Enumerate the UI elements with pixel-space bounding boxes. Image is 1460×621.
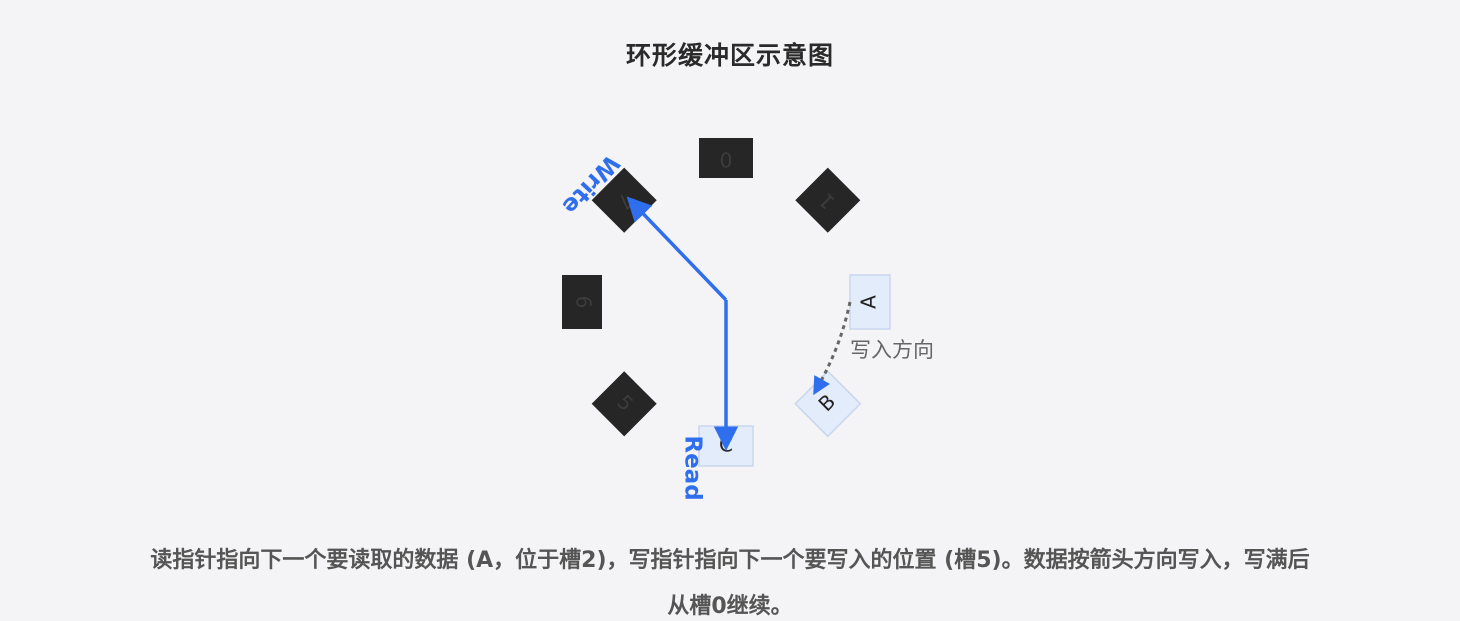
slot-3: B <box>794 370 862 438</box>
slot-3-box <box>794 370 862 438</box>
slot-0-box <box>699 138 753 178</box>
read-pointer-label: Read <box>680 435 706 500</box>
write-direction-arrow <box>813 301 852 396</box>
caption-line-2: 从槽0继续。 <box>667 594 793 619</box>
slot-0-label: 0 <box>720 148 733 172</box>
diagram-caption: 读指针指向下一个要读取的数据 (A，位于槽2)，写指针指向下一个要写入的位置 (… <box>0 538 1460 621</box>
slot-6: 6 <box>562 275 602 329</box>
slot-5-box <box>591 371 657 437</box>
write-pointer-arrow <box>626 196 728 302</box>
slot-1-box <box>795 167 861 233</box>
slot-5: 5 <box>591 371 657 437</box>
slot-0: 0 <box>699 138 753 178</box>
slot-6-box <box>562 275 602 329</box>
slot-6-label: 6 <box>572 296 596 309</box>
slot-2: A <box>849 274 891 330</box>
write-direction-label: 写入方向 <box>850 338 934 362</box>
caption-line-1: 读指针指向下一个要读取的数据 (A，位于槽2)，写指针指向下一个要写入的位置 (… <box>150 548 1310 573</box>
slot-1: 1 <box>795 167 861 233</box>
diagram-title: 环形缓冲区示意图 <box>625 41 834 70</box>
slot-2-label: A <box>857 295 881 309</box>
